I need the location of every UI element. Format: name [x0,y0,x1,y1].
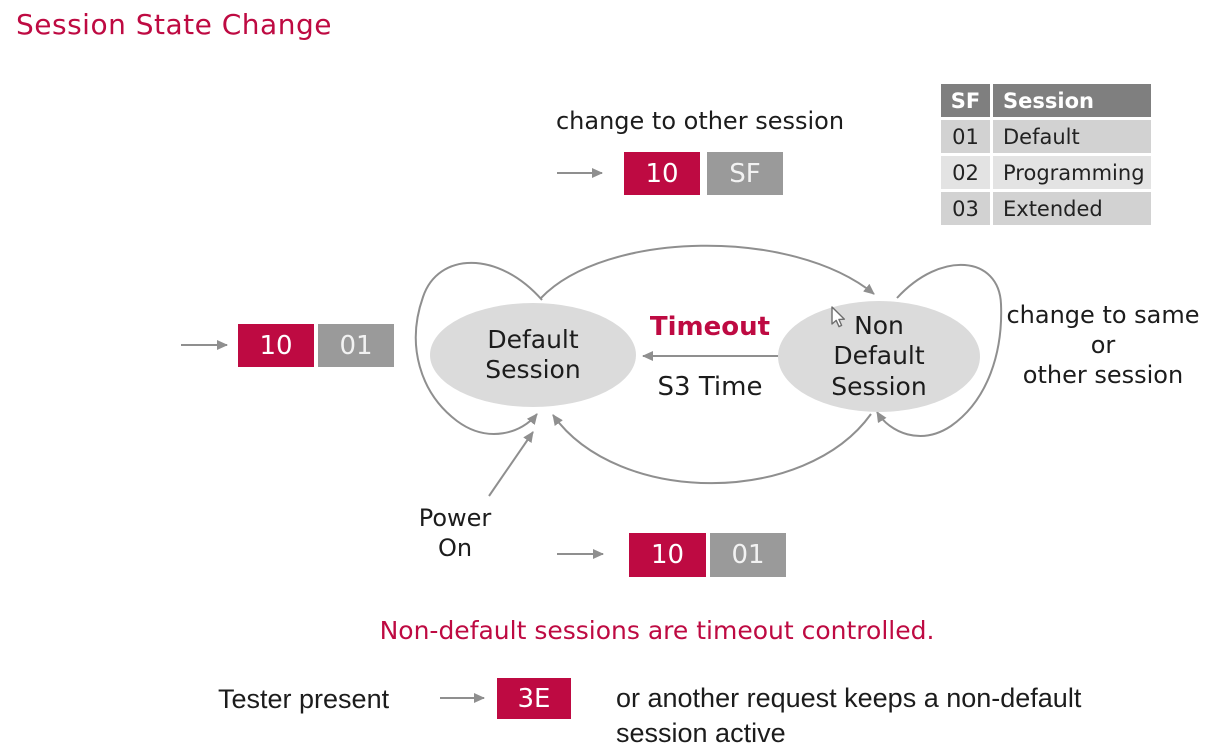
power-on-arrow [488,431,534,497]
page-title: Session State Change [16,8,332,41]
table-cell-sf: 03 [941,192,990,225]
request-byte-box-10: 10 [629,533,706,577]
table-header-session: Session [993,84,1151,117]
label-tester-present-note: or another request keeps a non-default s… [616,683,1082,748]
transition-nondefault-to-default [552,413,872,484]
label-power-on: Power On [418,504,492,562]
request-byte-box-sf: SF [707,152,783,195]
table-cell-session: Extended [993,192,1151,225]
request-byte-box-01: 01 [710,533,786,577]
request-byte-box-01: 01 [318,324,394,367]
label-change-to-other-session: change to other session [555,107,845,135]
request-byte-box-3e: 3E [497,678,571,719]
table-cell-session: Programming [993,156,1151,189]
note-timeout-controlled: Non-default sessions are timeout control… [379,616,935,645]
table-cell-session: Default [993,120,1151,153]
label-tester-present: Tester present [218,684,390,714]
table-cell-sf: 02 [941,156,990,189]
sf-session-table: SF Session 01 Default 02 Programming 03 … [941,84,1151,225]
label-change-to-same-or-other-session: change to same or other session [1006,301,1200,389]
request-byte-box-10: 10 [238,324,314,367]
transition-default-to-nondefault [540,244,875,299]
label-timeout: Timeout [649,312,771,342]
state-non-default-session: Non Default Session [778,301,980,412]
table-header-sf: SF [941,84,990,117]
label-s3-time: S3 Time [657,372,763,402]
table-cell-sf: 01 [941,120,990,153]
request-byte-box-10: 10 [624,152,700,195]
state-default-session: Default Session [430,303,636,407]
